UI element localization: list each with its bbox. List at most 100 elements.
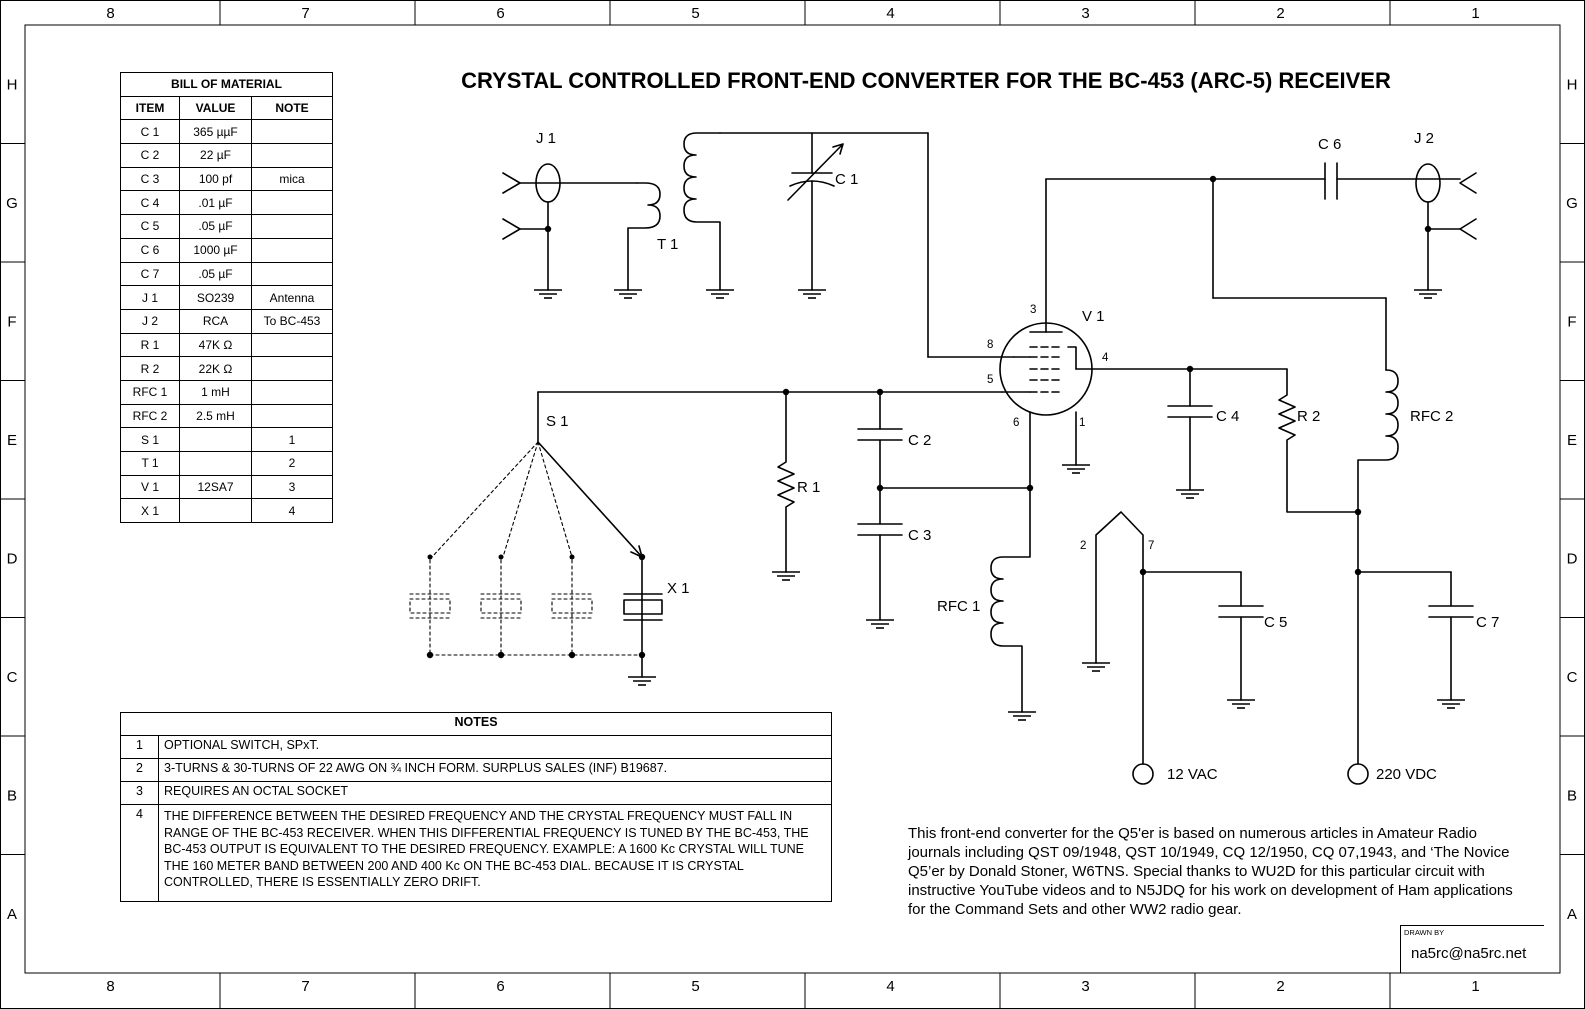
pin-3: 3 (1030, 304, 1036, 316)
bom-value-cell: 47K Ω (179, 332, 252, 358)
frame-column-label-top: 4 (886, 5, 894, 22)
ground-symbols (534, 289, 1465, 721)
bom-value-cell (179, 451, 252, 476)
plate-output (1045, 162, 1477, 765)
junction-dot (782, 388, 790, 396)
bom-note-cell (251, 143, 333, 168)
frame-column-label-top: 5 (691, 5, 699, 22)
bom-value-cell: SO239 (179, 285, 252, 310)
frame-column-label-top: 6 (496, 5, 504, 22)
frame-row-label-left: G (6, 195, 18, 212)
frame-row-label-left: H (7, 76, 18, 93)
note-text: 3-TURNS & 30-TURNS OF 22 AWG ON ¾ INCH F… (158, 758, 832, 782)
frame-row-label-right: G (1566, 195, 1578, 212)
ground-icon (866, 619, 894, 629)
frame-column-label-bottom: 5 (691, 978, 699, 995)
junction-dot (497, 651, 505, 659)
label-rfc2: RFC 2 (1410, 408, 1453, 425)
bom-value-cell: 100 pf (179, 166, 252, 192)
bom-header-note: NOTE (251, 95, 333, 121)
pin-8: 8 (987, 339, 993, 351)
ground-icon (628, 676, 656, 686)
ground-icon (1414, 289, 1442, 299)
bom-note-cell: 4 (251, 498, 333, 524)
bom-item-cell: C 4 (120, 190, 180, 216)
bom-value-cell: 2.5 mH (179, 403, 252, 429)
frame-column-label-top: 8 (106, 5, 114, 22)
bom-note-cell: To BC-453 (251, 308, 333, 334)
frame-row-label-left: B (7, 787, 17, 804)
bom-value-cell: 22K Ω (179, 356, 252, 381)
frame-column-label-bottom: 6 (496, 978, 504, 995)
label-s1: S 1 (546, 413, 569, 430)
drawn-by-label: DRAWN BY (1404, 928, 1445, 937)
frame-column-label-bottom: 7 (301, 978, 309, 995)
pin-7: 7 (1148, 540, 1154, 552)
credit-paragraph: This front-end converter for the Q5'er i… (908, 825, 1513, 918)
frame-row-label-left: F (7, 313, 16, 330)
bom-heading: BILL OF MATERIAL (120, 72, 333, 97)
heater-circuit (1095, 511, 1264, 785)
grid-capacitors (857, 391, 1031, 621)
label-r2: R 2 (1297, 408, 1320, 425)
label-12vac: 12 VAC (1167, 766, 1218, 783)
frame-column-label-top: 1 (1471, 5, 1479, 22)
frame-row-label-right: H (1567, 76, 1578, 93)
bom-note-cell: Antenna (251, 285, 333, 310)
ground-icon (1437, 699, 1465, 709)
t1-transformer (627, 132, 1015, 358)
diagram-title: CRYSTAL CONTROLLED FRONT-END CONVERTER F… (461, 68, 1391, 93)
label-x1: X 1 (667, 580, 690, 597)
bom-value-cell: .01 µF (179, 190, 252, 216)
pin-2: 2 (1080, 540, 1086, 552)
bom-item-cell: C 7 (120, 261, 180, 287)
bom-item-cell: C 6 (120, 237, 180, 263)
v1-tube (999, 178, 1288, 489)
bom-item-cell: C 5 (120, 214, 180, 239)
frame-column-label-top: 7 (301, 5, 309, 22)
r1-resistor (777, 391, 795, 573)
label-rfc1: RFC 1 (937, 598, 980, 615)
label-c6: C 6 (1318, 136, 1341, 153)
ground-icon (1008, 711, 1036, 721)
bom-value-cell: 22 µF (179, 143, 252, 168)
bom-row: C 4.01 µF (120, 190, 333, 216)
ground-icon (534, 289, 562, 299)
pin-1: 1 (1079, 417, 1085, 429)
label-v1: V 1 (1082, 308, 1105, 325)
bom-value-cell (179, 498, 252, 524)
label-r1: R 1 (797, 479, 820, 496)
junction-dot (638, 651, 646, 659)
label-c4: C 4 (1216, 408, 1239, 425)
bom-note-cell (251, 261, 333, 287)
bom-note-cell: mica (251, 166, 333, 192)
label-c5: C 5 (1264, 614, 1287, 631)
frame-column-label-bottom: 1 (1471, 978, 1479, 995)
frame-row-label-left: D (7, 550, 18, 567)
j1-connector (502, 163, 638, 291)
note-number: 1 (120, 735, 159, 759)
bom-item-cell: V 1 (120, 474, 180, 500)
bom-note-cell (251, 237, 333, 263)
frame-column-label-bottom: 4 (886, 978, 894, 995)
junction-dot (569, 554, 575, 560)
bom-note-cell (251, 356, 333, 381)
label-c3: C 3 (908, 527, 931, 544)
junction-dot (426, 651, 434, 659)
junction-dot (544, 225, 552, 233)
bom-note-cell: 1 (251, 427, 333, 452)
bom-item-cell: C 2 (120, 143, 180, 168)
